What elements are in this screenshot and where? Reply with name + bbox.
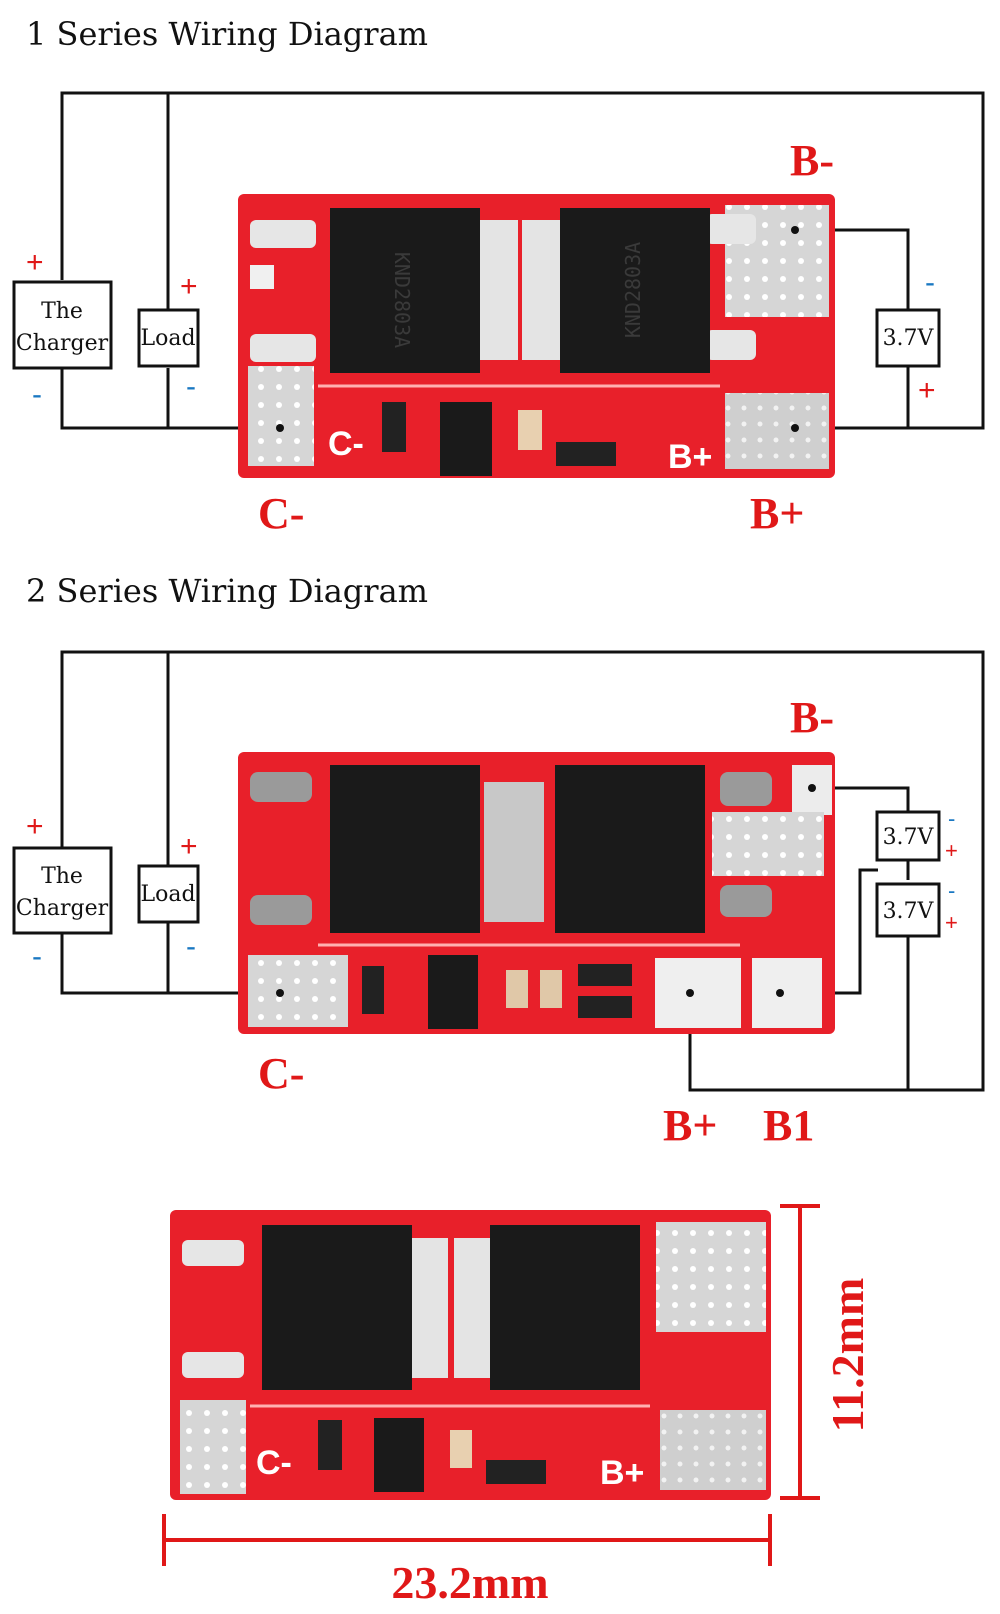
pcb-b-plus-silk-3: B+ <box>600 1454 644 1492</box>
width-dimension-label: 23.2mm <box>391 1557 548 1608</box>
cell-voltage: 3.7V <box>883 326 935 351</box>
charger-minus-sign-2: - <box>32 940 42 973</box>
mosfet-left-marking: KND2803A <box>390 252 414 348</box>
charger-label-line2: Charger <box>16 331 109 356</box>
mosfet-right-marking: KND2803A <box>621 242 645 338</box>
section1-wires <box>60 91 985 430</box>
cell2-voltage: 3.7V <box>883 899 935 924</box>
charger-label-line1-2: The <box>41 864 83 889</box>
charger-box-section2: The Charger <box>12 846 113 935</box>
terminal-b-minus-label: B- <box>790 136 834 185</box>
cell1-voltage: 3.7V <box>883 825 935 850</box>
mosfet-left <box>330 208 480 373</box>
pcb-board-section1: KND2803A KND2803A C- B+ <box>238 194 835 478</box>
pcb-c-minus-silk-3: C- <box>256 1444 292 1482</box>
battery-cell-section1: 3.7V <box>875 308 941 368</box>
mosfet-right <box>560 208 710 373</box>
section1-title: 1 Series Wiring Diagram <box>26 15 428 53</box>
terminal-b1-label: B1 <box>763 1101 814 1150</box>
height-dimension-line <box>780 1204 820 1500</box>
cell2-plus-sign: + <box>945 910 958 935</box>
load-box-section1: Load <box>137 308 200 368</box>
load-box-section2: Load <box>137 864 200 924</box>
pcb-board-section2 <box>238 752 835 1034</box>
cell1-plus-sign: + <box>945 838 958 863</box>
load-label: Load <box>140 326 195 351</box>
b1-pad-2 <box>752 958 822 1028</box>
b-plus-pad-2 <box>655 958 741 1028</box>
terminal-b-minus-label-2: B- <box>790 693 834 742</box>
terminal-b-plus-label: B+ <box>750 489 804 538</box>
pcb-board-dimensions: C- B+ <box>170 1210 771 1500</box>
battery-cell2-section2: 3.7V <box>875 882 941 938</box>
mosfet-left-2 <box>330 765 480 933</box>
load-minus-sign: - <box>186 370 196 403</box>
pcb-b-plus-silk: B+ <box>668 438 712 476</box>
mosfet-right-2 <box>555 765 705 933</box>
c-minus-pad <box>248 366 314 466</box>
terminal-c-minus-label: C- <box>258 489 304 538</box>
cell1-minus-sign: - <box>948 806 955 831</box>
load-label-2: Load <box>140 882 195 907</box>
section2-title: 2 Series Wiring Diagram <box>26 572 428 610</box>
section2-wires <box>60 650 985 1092</box>
terminal-b-plus-label-2: B+ <box>663 1101 717 1150</box>
b-plus-pad <box>725 393 829 469</box>
charger-plus-sign: + <box>26 246 44 279</box>
height-dimension-label: 11.2mm <box>822 1278 873 1433</box>
charger-minus-sign: - <box>32 378 42 411</box>
charger-box-section1: The Charger <box>12 280 113 370</box>
charger-plus-sign-2: + <box>26 810 44 843</box>
load-plus-sign: + <box>180 270 198 303</box>
c-minus-pad-2 <box>248 955 348 1027</box>
load-minus-sign-2: - <box>186 930 196 963</box>
pcb-c-minus-silk: C- <box>328 425 364 463</box>
load-plus-sign-2: + <box>180 830 198 863</box>
width-dimension-line <box>162 1514 772 1566</box>
cell2-minus-sign: - <box>948 878 955 903</box>
cell-minus-sign: - <box>925 266 935 299</box>
terminal-c-minus-label-2: C- <box>258 1049 304 1098</box>
charger-label-line2-2: Charger <box>16 896 109 921</box>
cell-plus-sign: + <box>918 374 936 407</box>
battery-cell1-section2: 3.7V <box>875 810 941 862</box>
charger-label-line1: The <box>41 299 83 324</box>
